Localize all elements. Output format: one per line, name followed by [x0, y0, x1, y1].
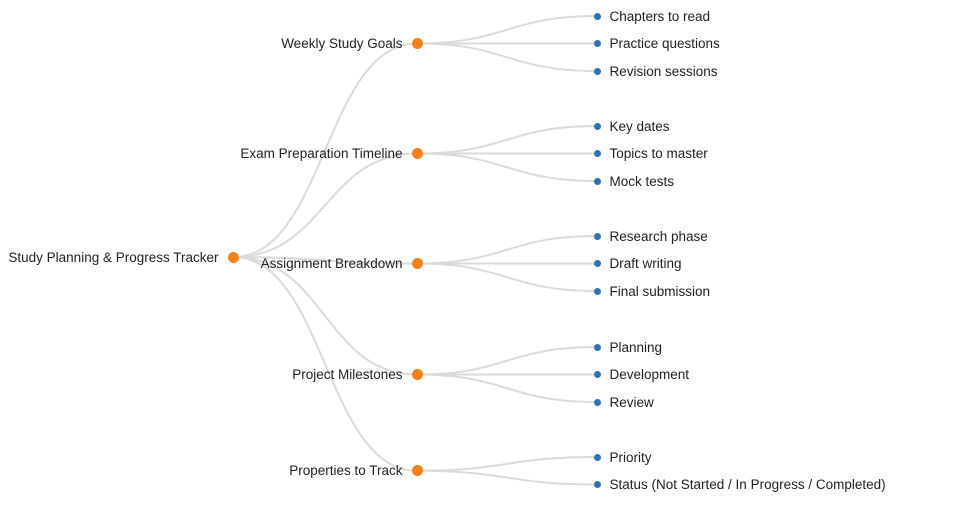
- branch-node: Project Milestones: [292, 365, 423, 385]
- leaf-label: Practice questions: [609, 36, 720, 51]
- branch-label: Project Milestones: [292, 367, 403, 382]
- leaf-dot[interactable]: [593, 150, 601, 157]
- leaf-label: Review: [609, 394, 654, 410]
- leaf-node: Review: [593, 392, 654, 412]
- leaf-label: Mock tests: [609, 173, 675, 189]
- leaf-dot[interactable]: [593, 177, 601, 185]
- branch-label: Assignment Breakdown: [260, 256, 403, 271]
- link-path: [232, 256, 418, 376]
- leaf-dot[interactable]: [593, 122, 601, 130]
- leaf-label: Key dates: [609, 118, 670, 134]
- link-path: [416, 15, 598, 45]
- leaf-node: Status (Not Started / In Progress / Comp…: [593, 475, 886, 495]
- branch-dot[interactable]: [411, 148, 423, 159]
- leaf-label: Status (Not Started / In Progress / Comp…: [609, 477, 886, 492]
- leaf-dot[interactable]: [593, 453, 601, 461]
- link-path: [232, 152, 418, 259]
- root-node: Study Planning & Progress Tracker: [8, 247, 239, 267]
- leaf-dot[interactable]: [593, 343, 601, 351]
- leaf-dot[interactable]: [593, 481, 601, 488]
- link-path: [416, 456, 598, 472]
- leaf-dot[interactable]: [593, 67, 601, 75]
- leaf-label: Final submission: [609, 283, 711, 299]
- leaf-dot[interactable]: [593, 371, 601, 378]
- leaf-dot[interactable]: [593, 232, 601, 240]
- leaf-dot[interactable]: [593, 40, 601, 47]
- branch-dot[interactable]: [411, 258, 423, 269]
- leaf-dot[interactable]: [593, 12, 601, 20]
- leaf-label: Draft writing: [609, 256, 682, 271]
- branch-dot[interactable]: [411, 465, 423, 477]
- link-path: [232, 42, 418, 259]
- leaf-label: Topics to master: [609, 146, 708, 161]
- leaf-label: Research phase: [609, 228, 708, 244]
- leaf-dot[interactable]: [593, 398, 601, 406]
- link-path: [232, 256, 418, 472]
- branch-dot[interactable]: [411, 38, 423, 49]
- link-path: [416, 373, 598, 403]
- branch-label: Weekly Study Goals: [281, 36, 403, 51]
- branch-node: Exam Preparation Timeline: [240, 144, 423, 164]
- branch-node: Properties to Track: [289, 461, 423, 481]
- leaf-node: Final submission: [593, 281, 711, 301]
- branch-label: Properties to Track: [289, 463, 403, 479]
- leaf-node: Topics to master: [593, 144, 708, 164]
- leaf-label: Revision sessions: [609, 63, 718, 79]
- leaf-node: Research phase: [593, 226, 708, 246]
- leaf-node: Chapters to read: [593, 6, 711, 26]
- root-dot[interactable]: [227, 251, 239, 263]
- leaf-dot[interactable]: [593, 287, 601, 295]
- link-path: [416, 262, 598, 292]
- link-path: [416, 42, 598, 72]
- leaf-node: Practice questions: [593, 34, 720, 54]
- leaf-node: Draft writing: [593, 254, 682, 274]
- leaf-node: Mock tests: [593, 171, 675, 191]
- link-path: [416, 152, 598, 182]
- leaf-label: Development: [609, 367, 690, 382]
- branch-dot[interactable]: [411, 369, 423, 380]
- branch-node: Weekly Study Goals: [281, 34, 423, 54]
- leaf-label: Priority: [609, 449, 652, 465]
- link-path: [416, 235, 598, 265]
- link-path: [232, 256, 418, 265]
- link-path: [416, 125, 598, 155]
- branch-label: Exam Preparation Timeline: [240, 146, 403, 161]
- leaf-node: Key dates: [593, 116, 670, 136]
- leaf-dot[interactable]: [593, 260, 601, 267]
- leaf-node: Development: [593, 365, 690, 385]
- leaf-node: Priority: [593, 447, 652, 467]
- leaf-node: Planning: [593, 337, 663, 357]
- leaf-node: Revision sessions: [593, 61, 718, 81]
- root-label: Study Planning & Progress Tracker: [8, 249, 219, 265]
- link-path: [416, 469, 598, 486]
- leaf-label: Chapters to read: [609, 8, 711, 24]
- branch-node: Assignment Breakdown: [261, 254, 423, 274]
- leaf-label: Planning: [609, 339, 663, 355]
- link-path: [416, 346, 598, 376]
